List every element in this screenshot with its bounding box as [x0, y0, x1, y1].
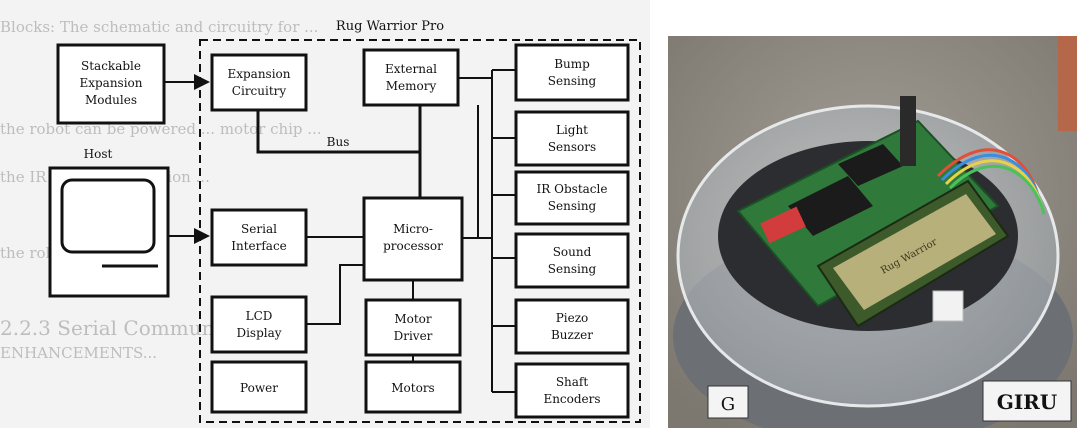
block-label: Expansion — [79, 76, 142, 90]
connector-lcd-to-micro — [306, 265, 364, 324]
block-label: Sensing — [548, 74, 597, 88]
block-label: Light — [556, 123, 588, 137]
block-piezo-buzzer — [516, 300, 628, 353]
block-lcd-display — [212, 297, 306, 352]
block-label: Driver — [394, 329, 433, 343]
block-light-sensors — [516, 112, 628, 165]
block-label: External — [385, 62, 437, 76]
bus-path — [258, 105, 420, 198]
block-label: Sound — [553, 245, 592, 259]
block-label: Bump — [554, 57, 590, 71]
block-sound-sensing — [516, 234, 628, 287]
robot-illustration: Rug Warrior G GIRU — [668, 36, 1077, 428]
host-screen — [62, 180, 154, 252]
block-label: Motors — [391, 381, 434, 395]
block-serial-interface — [212, 210, 306, 265]
block-label: Circuitry — [232, 84, 287, 98]
block-label: Motor — [394, 312, 432, 326]
block-label: Buzzer — [551, 328, 593, 342]
block-label: Shaft — [556, 375, 589, 389]
block-label: Sensing — [548, 262, 597, 276]
block-expansion-circuitry — [212, 55, 306, 110]
block-label: Sensors — [548, 140, 596, 154]
diagram-title: Rug Warrior Pro — [336, 19, 444, 34]
block-bump-sensing — [516, 45, 628, 100]
block-label: Encoders — [543, 392, 600, 406]
block-label: Piezo — [556, 311, 589, 325]
block-label: Interface — [231, 239, 287, 253]
block-motor-driver — [366, 300, 460, 355]
block-label: LCD — [246, 309, 273, 323]
block-label: Micro- — [393, 222, 433, 236]
block-shaft-encoders — [516, 364, 628, 417]
block-label: Display — [236, 326, 281, 340]
block-label: processor — [383, 239, 443, 253]
photo-label-right: GIRU — [997, 390, 1058, 414]
sensor-bus — [462, 70, 516, 392]
block-label: Expansion — [227, 67, 290, 81]
host-label: Host — [84, 147, 113, 161]
photo-label-left: G — [721, 394, 735, 415]
block-label: IR Obstacle — [537, 182, 608, 196]
block-external-memory — [364, 50, 458, 105]
block-label: Modules — [85, 93, 137, 107]
block-label: Stackable — [81, 59, 141, 73]
block-label: Serial — [241, 222, 277, 236]
block-label: Sensing — [548, 199, 597, 213]
block-diagram: Rug Warrior Pro Stackable Expansion Modu… — [0, 0, 650, 428]
bus-label: Bus — [327, 135, 350, 149]
block-label: Power — [240, 381, 278, 395]
robot-photo: Rug Warrior G GIRU — [668, 36, 1077, 428]
block-label: Memory — [386, 79, 437, 93]
block-ir-obstacle-sensing — [516, 172, 628, 224]
